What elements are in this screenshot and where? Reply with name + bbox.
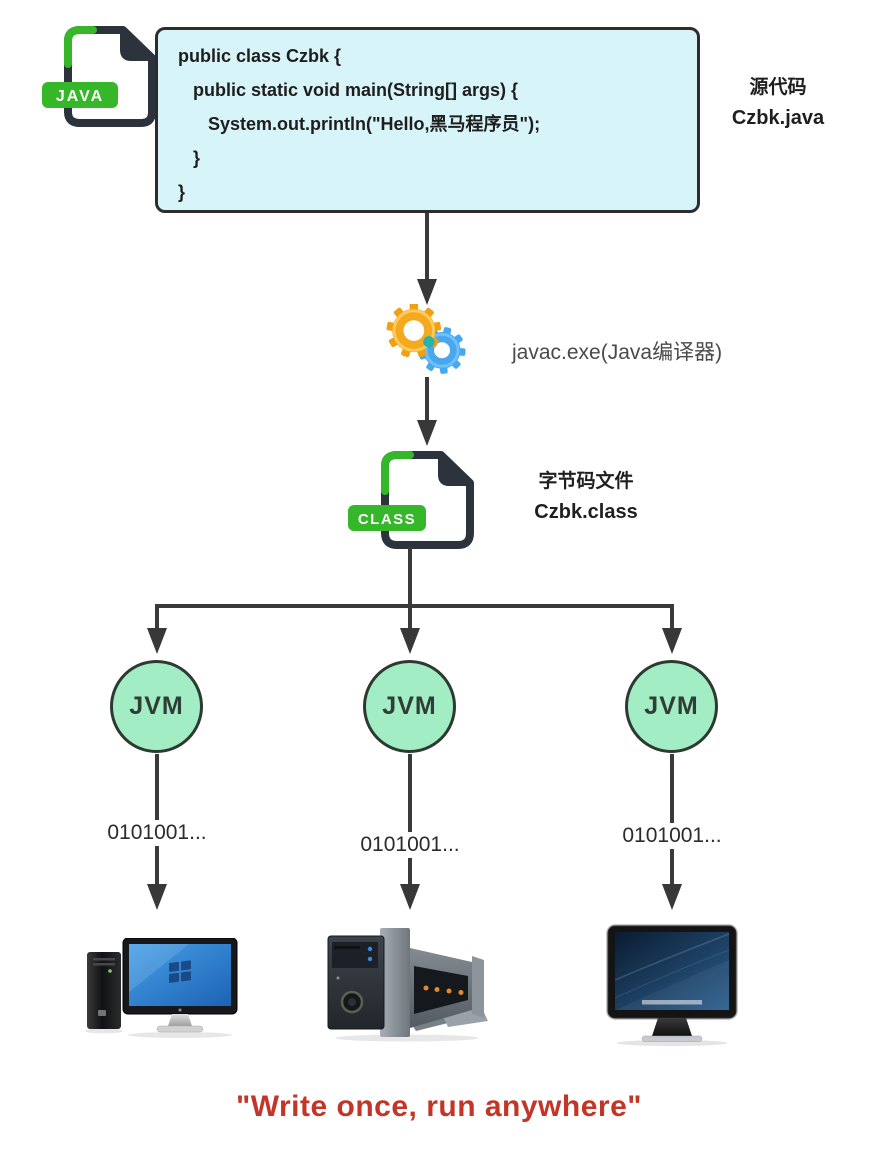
- jvm-label: JVM: [644, 692, 699, 720]
- linux-server-icon: [327, 928, 488, 1042]
- code-line: public class Czbk {: [178, 46, 342, 66]
- code-line: public static void main(String[] args) {: [178, 80, 519, 100]
- code-line: System.out.println("Hello,黑马程序员");: [178, 114, 541, 134]
- flow-arrowhead: [662, 884, 682, 910]
- class-file-icon: CLASS: [348, 451, 474, 549]
- source-label-title: 源代码: [749, 77, 807, 98]
- bytecode-label-title: 字节码文件: [538, 471, 634, 492]
- gear-center-dot: [423, 336, 435, 348]
- branch-horizontal-line: [155, 604, 674, 608]
- flow-arrowhead: [147, 628, 167, 654]
- flow-arrowhead: [400, 884, 420, 910]
- bytecode-file-label: 字节码文件 Czbk.class: [506, 466, 666, 528]
- flow-arrow-line: [425, 377, 429, 422]
- flow-arrowhead: [662, 628, 682, 654]
- flow-arrowhead: [417, 279, 437, 305]
- compiler-label: javac.exe(Java编译器): [512, 341, 723, 364]
- flow-arrow-line: [670, 754, 674, 886]
- windows-logo: [169, 960, 191, 983]
- branch-stub-line: [155, 604, 159, 630]
- flow-arrowhead: [400, 628, 420, 654]
- source-code-box: public class Czbk { public static void m…: [155, 27, 700, 213]
- branch-trunk-line: [408, 547, 412, 606]
- java-file-icon: JAVA: [42, 26, 156, 127]
- jvm-node: JVM: [110, 660, 203, 753]
- source-label-filename: Czbk.java: [731, 107, 825, 129]
- branch-stub-line: [408, 604, 412, 630]
- compiler-gears-icon: [386, 304, 466, 374]
- jvm-node: JVM: [625, 660, 718, 753]
- java-badge-label: JAVA: [56, 88, 104, 105]
- jvm-node: JVM: [363, 660, 456, 753]
- bytecode-label-filename: Czbk.class: [534, 501, 638, 523]
- bytecode-stream-label: 0101001...: [97, 820, 217, 846]
- flow-arrow-line: [425, 213, 429, 281]
- flow-arrowhead: [417, 420, 437, 446]
- code-line: }: [178, 148, 201, 168]
- class-badge-label: CLASS: [358, 511, 416, 528]
- mac-monitor-icon: [606, 924, 738, 1046]
- flow-arrow-line: [408, 754, 412, 886]
- jvm-label: JVM: [129, 692, 184, 720]
- source-file-label: 源代码 Czbk.java: [698, 72, 858, 134]
- branch-stub-line: [670, 604, 674, 630]
- bytecode-stream-label: 0101001...: [612, 823, 732, 849]
- bytecode-stream-label: 0101001...: [350, 832, 470, 858]
- windows-pc-icon: [85, 938, 238, 1038]
- slogan-text: "Write once, run anywhere": [236, 1090, 642, 1123]
- flow-arrowhead: [147, 884, 167, 910]
- code-line: }: [178, 182, 186, 202]
- jvm-label: JVM: [382, 692, 437, 720]
